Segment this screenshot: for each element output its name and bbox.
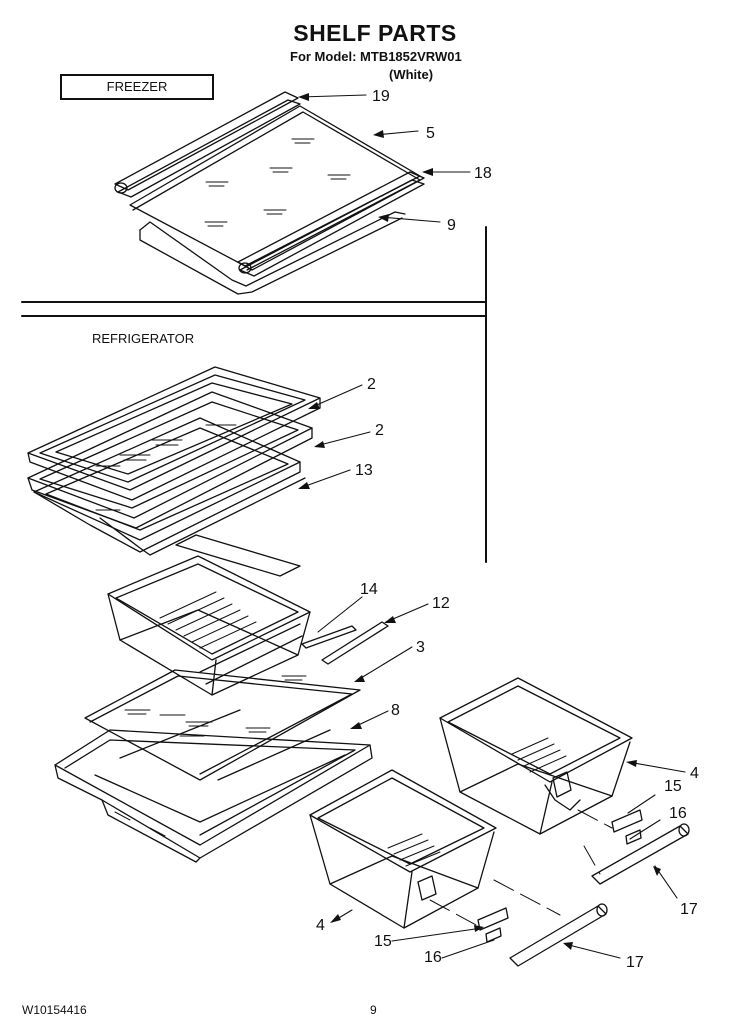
callout-17-right: 17 — [680, 901, 698, 918]
callout-18: 18 — [474, 165, 492, 182]
leader-lines — [299, 94, 686, 959]
callout-16-right: 16 — [669, 805, 687, 822]
callout-2-upper: 2 — [367, 376, 376, 393]
callout-17-left: 17 — [626, 954, 644, 971]
freezer-section-label: FREEZER — [60, 74, 214, 100]
callout-16-left: 16 — [424, 949, 442, 966]
leader-arrowheads — [298, 93, 661, 950]
alignment-dashes — [429, 809, 613, 927]
callout-15-right: 15 — [664, 778, 682, 795]
meat-keeper-drawer — [107, 555, 311, 696]
freezer-shelf-assembly — [114, 91, 425, 295]
drawer-slides-and-rails — [477, 809, 690, 967]
callout-19: 19 — [372, 88, 390, 105]
crisper-cover-glass — [84, 669, 361, 781]
callout-4-right: 4 — [690, 765, 699, 782]
color-line: (White) — [389, 67, 434, 82]
document-number: W10154416 — [22, 1003, 87, 1017]
callout-5: 5 — [426, 125, 435, 142]
crisper-drawer-left — [309, 769, 497, 929]
callout-numbers: 19 5 18 9 2 2 13 14 12 3 8 4 15 16 17 4 … — [316, 88, 699, 971]
callout-13: 13 — [355, 462, 373, 479]
model-line: For Model: MTB1852VRW01 — [290, 49, 462, 64]
callout-14: 14 — [360, 581, 378, 598]
page-number: 9 — [370, 1003, 377, 1017]
callout-8: 8 — [391, 702, 400, 719]
callout-12: 12 — [432, 595, 450, 612]
crisper-frame — [54, 709, 373, 863]
callout-2-lower: 2 — [375, 422, 384, 439]
callout-9: 9 — [447, 217, 456, 234]
crisper-drawer-right — [439, 677, 633, 835]
refrigerator-section-label: REFRIGERATOR — [92, 331, 195, 346]
upper-shelf-assembly — [27, 366, 321, 577]
callout-15-left: 15 — [374, 933, 392, 950]
page-title: SHELF PARTS — [293, 20, 457, 46]
section-dividers — [21, 226, 487, 563]
callout-3: 3 — [416, 639, 425, 656]
callout-4-left: 4 — [316, 917, 325, 934]
small-rails — [301, 621, 389, 665]
